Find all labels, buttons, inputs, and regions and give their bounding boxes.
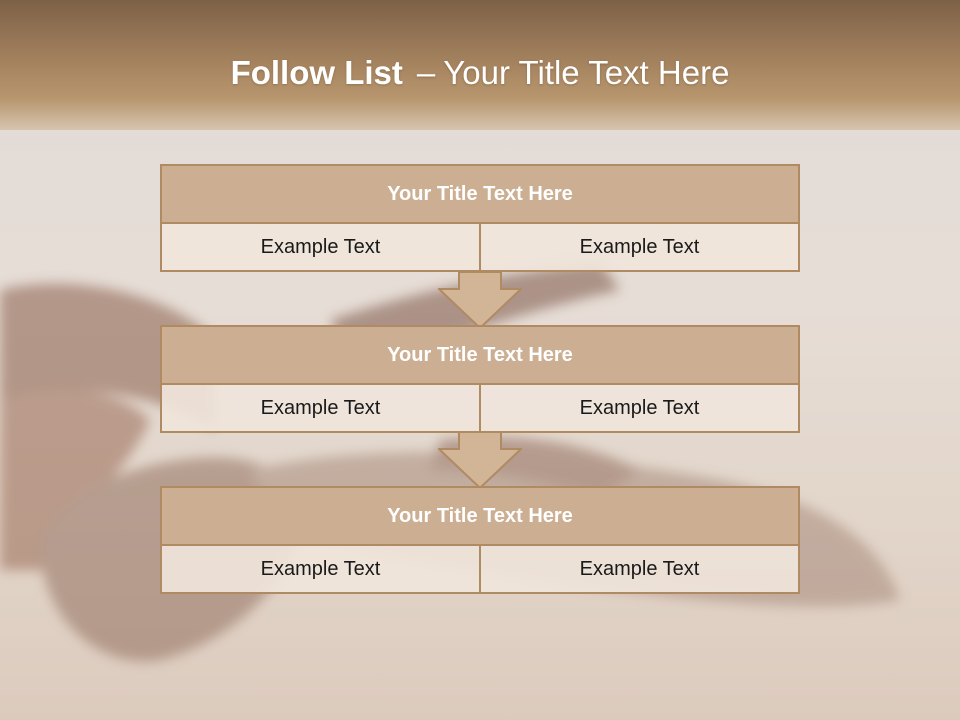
- step-cell-left: Example Text: [162, 385, 479, 431]
- step-title: Your Title Text Here: [162, 488, 798, 546]
- slide-title: Follow List–Your Title Text Here: [0, 54, 960, 92]
- step-row: Example Text Example Text: [162, 546, 798, 592]
- step-row: Example Text Example Text: [162, 385, 798, 431]
- step-row: Example Text Example Text: [162, 224, 798, 270]
- step-block-3: Your Title Text Here Example Text Exampl…: [160, 486, 800, 594]
- down-arrow-icon: [438, 431, 522, 489]
- step-title: Your Title Text Here: [162, 327, 798, 385]
- down-arrow-icon: [438, 271, 522, 329]
- step-block-2: Your Title Text Here Example Text Exampl…: [160, 325, 800, 433]
- title-rest: Your Title Text Here: [443, 54, 730, 91]
- step-cell-right: Example Text: [479, 546, 798, 592]
- step-cell-left: Example Text: [162, 224, 479, 270]
- title-separator: –: [416, 54, 436, 91]
- step-title: Your Title Text Here: [162, 166, 798, 224]
- step-cell-right: Example Text: [479, 224, 798, 270]
- step-cell-left: Example Text: [162, 546, 479, 592]
- step-block-1: Your Title Text Here Example Text Exampl…: [160, 164, 800, 272]
- step-cell-right: Example Text: [479, 385, 798, 431]
- title-bold: Follow List: [230, 54, 403, 91]
